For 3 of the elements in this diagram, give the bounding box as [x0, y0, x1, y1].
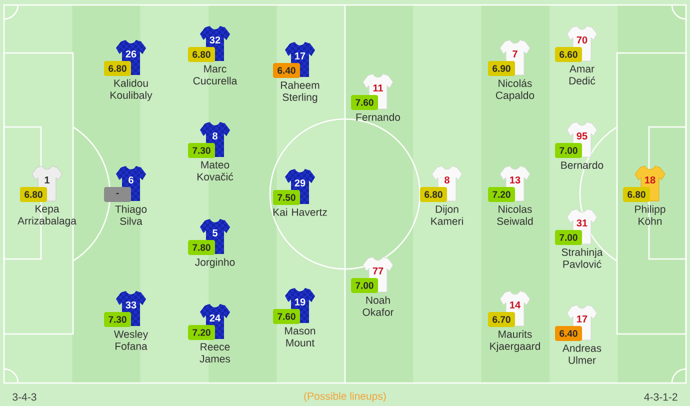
note: (Possible lineups) — [304, 392, 386, 402]
formation-label: 4-3-1-2 — [644, 393, 678, 401]
formation-label: 3-4-3 — [12, 393, 36, 401]
